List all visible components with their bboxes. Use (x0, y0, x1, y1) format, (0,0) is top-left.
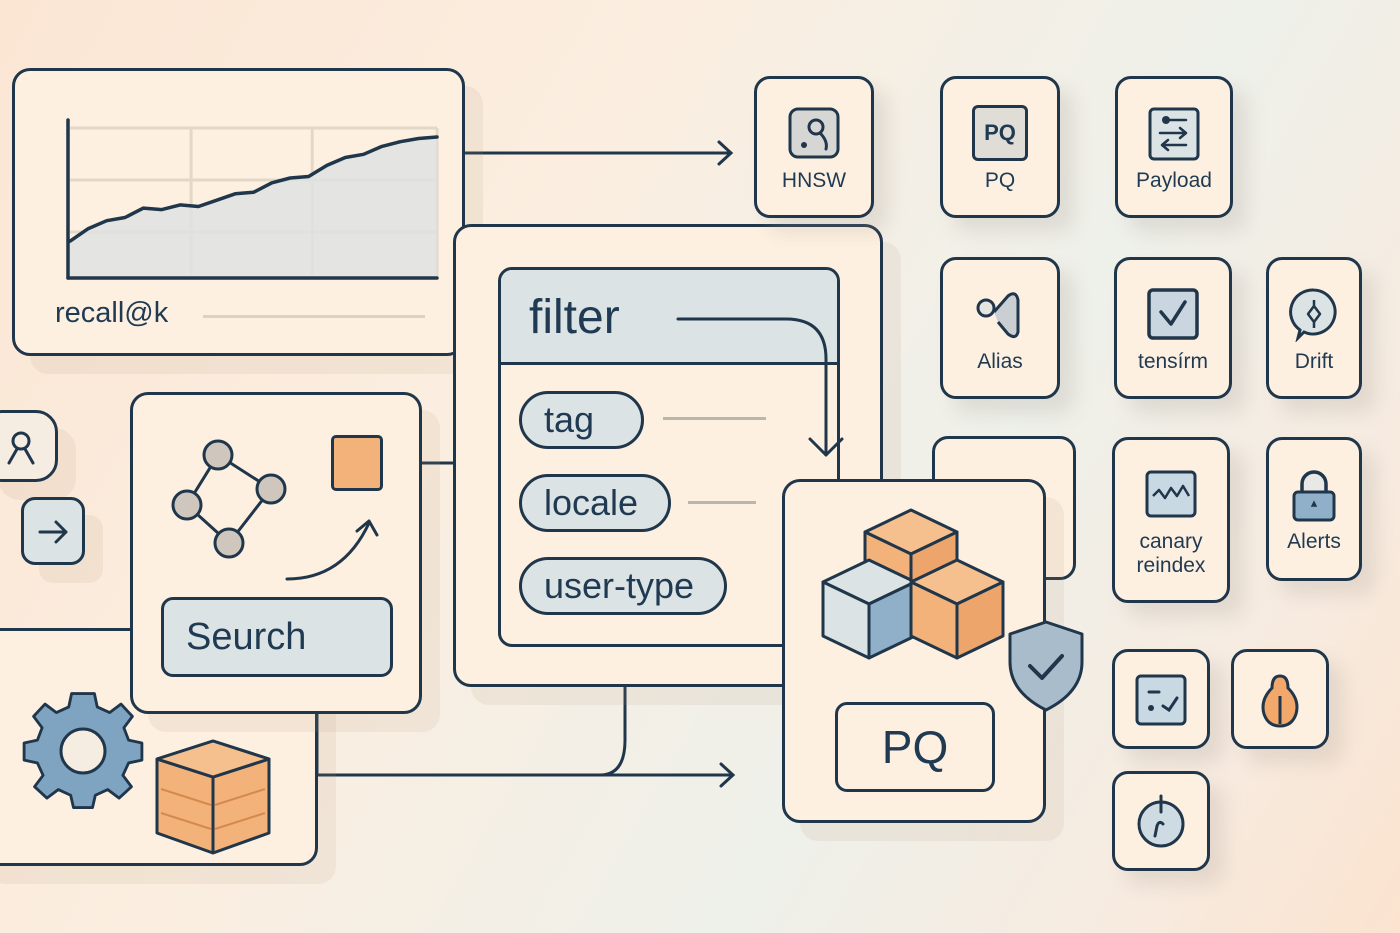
box-icon (155, 739, 271, 855)
filter-arrow-icon (676, 317, 844, 457)
checkbox-icon (1147, 288, 1199, 340)
chip-tag[interactable]: tag (519, 391, 644, 449)
result-square-icon (331, 435, 383, 491)
tile-alerts[interactable]: Alerts (1266, 437, 1362, 581)
alias-icon (976, 292, 1020, 339)
compass-icon (1289, 288, 1337, 342)
chart-label: recall@k (55, 297, 169, 329)
chip-tag-label: tag (544, 399, 595, 440)
tile-timer[interactable] (1112, 771, 1210, 871)
tile-alerts-label: Alerts (1287, 530, 1341, 553)
tile-alias[interactable]: Alias (940, 257, 1060, 399)
lock-icon (1292, 470, 1336, 522)
chip-tag-line (663, 417, 766, 420)
tile-hnsw-label: HNSW (781, 169, 847, 192)
tile-canary-reindex[interactable]: canary reindex (1112, 437, 1230, 603)
arrowhead-bottom-to-pq (719, 762, 736, 788)
curved-arrow-icon (285, 519, 379, 581)
payload-icon (1148, 107, 1200, 161)
tile-flame[interactable] (1231, 649, 1329, 749)
tile-pq[interactable]: PQ PQ (940, 76, 1060, 218)
chip-user-type[interactable]: user-type (519, 557, 727, 615)
tile-drift[interactable]: Drift (1266, 257, 1362, 399)
gear-icon (22, 692, 144, 810)
recall-chart (66, 118, 439, 280)
tile-hnsw[interactable]: HNSW (754, 76, 874, 218)
search-panel: Seurch (130, 392, 422, 714)
search-input-value: Seurch (186, 615, 307, 658)
graph-icon (171, 439, 287, 559)
tile-tensirm[interactable]: tensírm (1114, 257, 1232, 399)
search-input[interactable]: Seurch (161, 597, 393, 677)
filter-header-label: filter (529, 291, 620, 344)
chip-locale[interactable]: locale (519, 474, 671, 532)
pq-panel: PQ (782, 479, 1046, 823)
chart-area-fill (70, 137, 437, 276)
tile-drift-label: Drift (1294, 350, 1334, 373)
chip-user-type-label: user-type (544, 565, 695, 606)
timer-icon (1137, 794, 1185, 848)
connector-filter-down (598, 684, 627, 777)
waveform-icon (1145, 470, 1197, 518)
tile-payload-label: Payload (1136, 169, 1212, 192)
chip-locale-line (688, 501, 756, 504)
arrowhead-chart-to-hnsw (717, 140, 734, 166)
pq-icon: PQ (972, 105, 1028, 161)
hnsw-icon (788, 107, 840, 159)
arrow-tile[interactable] (21, 497, 85, 565)
user-tile[interactable] (0, 410, 58, 482)
shield-check-icon (1008, 620, 1084, 712)
tile-task[interactable] (1112, 649, 1210, 749)
tile-alias-label: Alias (977, 350, 1023, 373)
tile-tensirm-label: tensírm (1137, 350, 1208, 373)
arrow-right-icon (38, 520, 68, 544)
chip-locale-label: locale (544, 482, 639, 523)
flame-icon (1261, 674, 1299, 728)
task-icon (1135, 674, 1187, 726)
tile-payload[interactable]: Payload (1115, 76, 1233, 218)
user-icon (7, 431, 35, 465)
chart-series-line (68, 135, 439, 243)
chart-label-underline (203, 315, 425, 318)
tile-pq-label: PQ (984, 169, 1016, 192)
pq-icon-text: PQ (984, 120, 1016, 145)
tile-canary-label: canary reindex (1136, 530, 1206, 577)
chart-panel: recall@k (12, 68, 465, 356)
cubes-icon (821, 508, 1005, 660)
pq-label: PQ (881, 721, 949, 773)
pq-label-box[interactable]: PQ (835, 702, 995, 792)
